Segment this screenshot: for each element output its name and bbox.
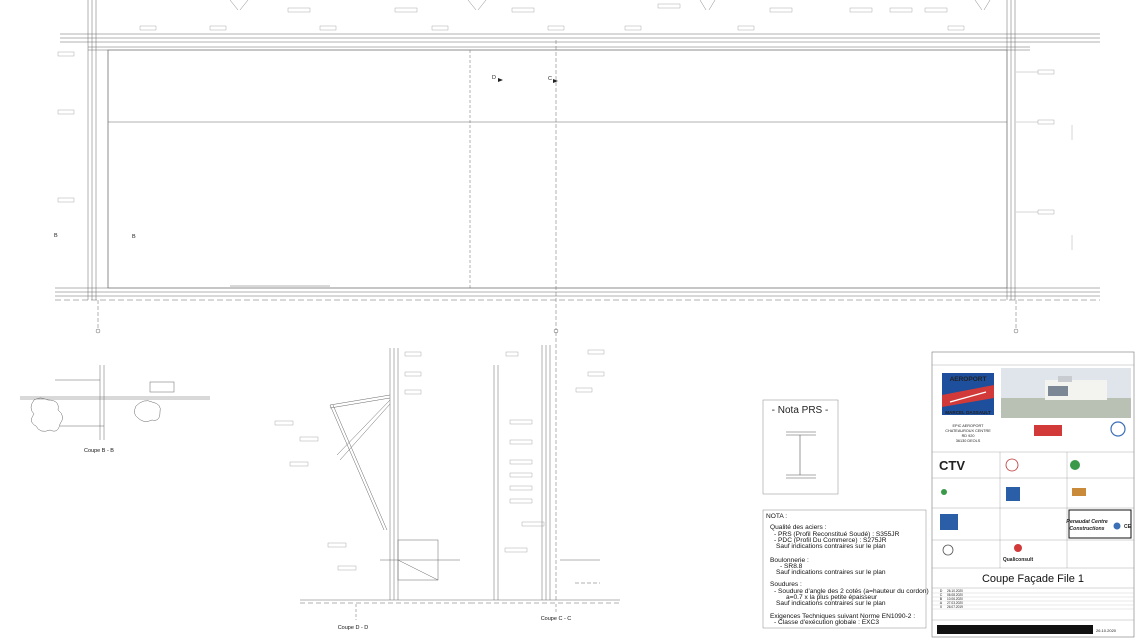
partner-logo xyxy=(942,544,954,556)
section-c-title: Coupe C - C xyxy=(541,616,572,622)
marker-d: D xyxy=(492,75,496,81)
section-d-title: Coupe D - D xyxy=(338,625,369,631)
section-d-drawing xyxy=(274,348,470,620)
beam-labels xyxy=(139,3,965,31)
marker-b-left: B xyxy=(54,233,58,239)
notes-line: - PRS (Profil Reconstitué Soudé) : S355J… xyxy=(774,531,900,538)
qualiconsult-mark xyxy=(1014,544,1022,552)
partner-logo xyxy=(1110,421,1126,437)
notes-heading: NOTA : xyxy=(766,513,787,520)
revision-letter: A xyxy=(940,601,943,605)
side-callouts xyxy=(57,51,1073,250)
section-b-title: Coupe B - B xyxy=(84,448,114,454)
revision-letter: C xyxy=(940,593,943,597)
partner-logo xyxy=(941,489,947,495)
contractor-logo-line1: Renaudat Centre xyxy=(1066,519,1108,525)
section-b-drawing xyxy=(20,365,210,440)
client-line: EPIC AEROPORT xyxy=(953,424,985,428)
revision-date: 27.03.2020 xyxy=(947,601,963,605)
airport-logo-line2: MARCEL DASSAULT xyxy=(945,410,991,415)
footer-bar xyxy=(937,625,1093,634)
airport-logo: AEROPORT MARCEL DASSAULT xyxy=(942,373,994,415)
notes-line: - Soudure d'angle des 2 cotés (a=hauteur… xyxy=(774,588,929,595)
client-line: RD 920 xyxy=(962,434,975,438)
revision-date: 26.10.2020 xyxy=(947,589,963,593)
section-c-drawing xyxy=(470,332,620,612)
notes-line: Exigences Techniques suivant Norme EN109… xyxy=(770,613,915,620)
revision-date: 10.06.2020 xyxy=(947,597,963,601)
notes-line: - SR8.8 xyxy=(780,563,803,570)
partner-logo xyxy=(1070,460,1080,470)
notes-box: NOTA : Qualité des aciers : - PRS (Profi… xyxy=(762,509,929,629)
notes-line: Soudures : xyxy=(770,581,802,588)
notes-line: Sauf indications contraires sur le plan xyxy=(776,543,886,550)
nota-prs-box: - Nota PRS - xyxy=(762,399,839,495)
revision-date: 06.08.2020 xyxy=(947,593,963,597)
client-line: 36130 DEOLS xyxy=(956,439,981,443)
notes-line: - Classe d'exécution globale : EXC3 xyxy=(774,619,879,626)
partner-logo xyxy=(1072,488,1086,496)
notes-line: Sauf indications contraires sur le plan xyxy=(776,569,886,576)
partner-logo xyxy=(1006,487,1020,501)
notes-line: a=0.7 x la plus petite épaisseur xyxy=(786,594,878,601)
marker-c: C xyxy=(548,76,552,82)
revision-letter: D xyxy=(940,589,943,593)
revision-table: D C B A 0 26.10.2020 06.08.2020 10.06.20… xyxy=(932,589,1134,610)
notes-line: Boulonnerie : xyxy=(770,557,809,564)
section-markers: D C B B xyxy=(54,75,558,240)
contractor-logo-line2: Constructions xyxy=(1069,526,1104,532)
drawing-title: Coupe Façade File 1 xyxy=(982,573,1084,585)
revision-date: 26.07.2019 xyxy=(947,605,963,609)
marker-b-right: B xyxy=(132,234,136,240)
notes-line: Sauf indications contraires sur le plan xyxy=(776,600,886,607)
facade-elevation xyxy=(55,0,1100,334)
ctv-logo: CTV xyxy=(939,458,965,473)
contractor-logo: Renaudat Centre Constructions CE xyxy=(1066,509,1132,539)
notes-line: Qualité des aciers : xyxy=(770,524,827,531)
revision-letter: 0 xyxy=(940,605,942,609)
airport-logo-line1: AEROPORT xyxy=(950,376,987,383)
footer-date: 26.10.2020 xyxy=(1096,628,1117,633)
client-line: CHATEAUROUX CENTRE xyxy=(945,429,991,433)
qualiconsult-logo: Qualiconsult xyxy=(1003,557,1034,563)
svg-text:CE: CE xyxy=(1124,524,1132,530)
partner-logo xyxy=(1034,425,1062,436)
revision-letter: B xyxy=(940,597,943,601)
building-rendering xyxy=(1001,368,1131,418)
partner-logo xyxy=(940,514,958,530)
partner-logo xyxy=(1005,458,1019,472)
title-block: AEROPORT MARCEL DASSAULT EPIC AEROPORT C… xyxy=(931,351,1135,638)
nota-prs-title: - Nota PRS - xyxy=(772,405,829,416)
notes-line: - PDC (Profil Du Commerce) : S275JR xyxy=(774,537,887,544)
